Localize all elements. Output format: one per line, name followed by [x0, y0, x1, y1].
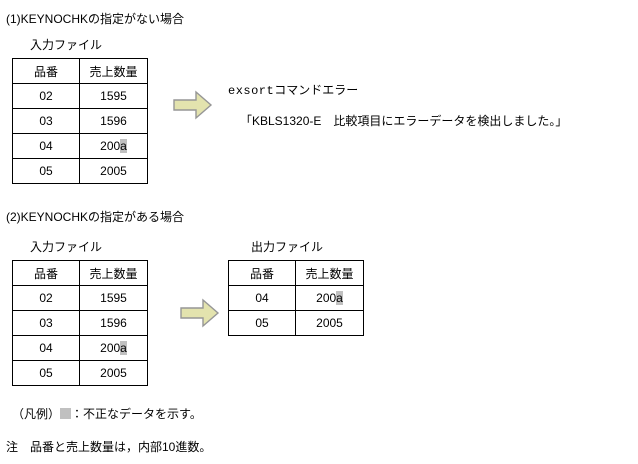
cell-code: 05	[12, 158, 80, 184]
cell-qty-value: 2005	[316, 316, 343, 330]
cell-qty-bad-char: a	[336, 291, 343, 305]
legend-suffix: ：不正なデータを示す。	[71, 407, 202, 421]
cell-qty-value: 2005	[100, 164, 127, 178]
cell-code: 02	[12, 83, 80, 109]
table-row: 04 200a	[12, 133, 148, 159]
column-header-qty: 売上数量	[79, 260, 148, 286]
cell-qty-value: 200	[316, 291, 337, 305]
table-row: 04 200a	[228, 285, 364, 311]
section-1-message-line2: 「KBLS1320-E 比較項目にエラーデータを検出しました。」	[240, 114, 568, 128]
column-header-code: 品番	[228, 260, 296, 286]
cell-code: 03	[12, 310, 80, 336]
section-1-input-table: 品番 売上数量 02 1595 03 1596 04 200a 05 2005	[12, 58, 148, 184]
table-row: 05 2005	[12, 360, 148, 386]
right-block-arrow-icon	[173, 90, 213, 120]
table-row: 02 1595	[12, 285, 148, 311]
cell-qty: 1595	[79, 83, 148, 109]
table-header-row: 品番 売上数量	[228, 260, 364, 286]
cell-qty-value: 2005	[100, 366, 127, 380]
section-2-input-table: 品番 売上数量 02 1595 03 1596 04 200a 05 2005	[12, 260, 148, 386]
section-2-title: (2)KEYNOCHKの指定がある場合	[6, 210, 185, 224]
section-1-message-line1: exsortコマンドエラー	[228, 82, 358, 99]
section-1-title: (1)KEYNOCHKの指定がない場合	[6, 12, 185, 26]
cell-qty-bad-char: a	[120, 341, 127, 355]
cell-qty-value: 200	[100, 341, 121, 355]
note: 注 品番と売上数量は，内部10進数。	[6, 440, 212, 454]
cell-code: 04	[228, 285, 296, 311]
column-header-qty: 売上数量	[295, 260, 364, 286]
cell-qty-value: 1595	[100, 291, 127, 305]
table-header-row: 品番 売上数量	[12, 260, 148, 286]
cell-qty-value: 1596	[100, 316, 127, 330]
cell-qty-value: 200	[100, 139, 121, 153]
cell-qty-value: 1595	[100, 89, 127, 103]
legend: （凡例） ：不正なデータを示す。	[12, 406, 202, 422]
table-row: 03 1596	[12, 108, 148, 134]
cell-qty: 2005	[295, 310, 364, 336]
legend-bad-data-swatch-icon	[60, 408, 72, 419]
legend-prefix: （凡例）	[12, 407, 61, 421]
table-row: 05 2005	[228, 310, 364, 336]
cell-code: 02	[12, 285, 80, 311]
section-2-output-file-label: 出力ファイル	[251, 240, 324, 254]
command-error-text: コマンドエラー	[274, 83, 359, 97]
cell-qty: 200a	[79, 335, 148, 361]
cell-qty: 2005	[79, 360, 148, 386]
section-2-input-file-label: 入力ファイル	[30, 240, 103, 254]
cell-code: 04	[12, 335, 80, 361]
table-row: 05 2005	[12, 158, 148, 184]
right-block-arrow-icon	[180, 298, 220, 328]
cell-code: 05	[12, 360, 80, 386]
command-name: exsort	[228, 84, 275, 98]
cell-qty: 200a	[79, 133, 148, 159]
column-header-qty: 売上数量	[79, 58, 148, 84]
cell-code: 04	[12, 133, 80, 159]
column-header-code: 品番	[12, 260, 80, 286]
cell-qty: 200a	[295, 285, 364, 311]
cell-code: 05	[228, 310, 296, 336]
section-1-input-file-label: 入力ファイル	[30, 38, 103, 52]
cell-qty: 1596	[79, 108, 148, 134]
table-row: 04 200a	[12, 335, 148, 361]
cell-qty: 2005	[79, 158, 148, 184]
cell-qty: 1595	[79, 285, 148, 311]
section-2-output-table: 品番 売上数量 04 200a 05 2005	[228, 260, 364, 336]
table-row: 03 1596	[12, 310, 148, 336]
cell-qty-bad-char: a	[120, 139, 127, 153]
table-header-row: 品番 売上数量	[12, 58, 148, 84]
cell-code: 03	[12, 108, 80, 134]
cell-qty-value: 1596	[100, 114, 127, 128]
table-row: 02 1595	[12, 83, 148, 109]
column-header-code: 品番	[12, 58, 80, 84]
cell-qty: 1596	[79, 310, 148, 336]
